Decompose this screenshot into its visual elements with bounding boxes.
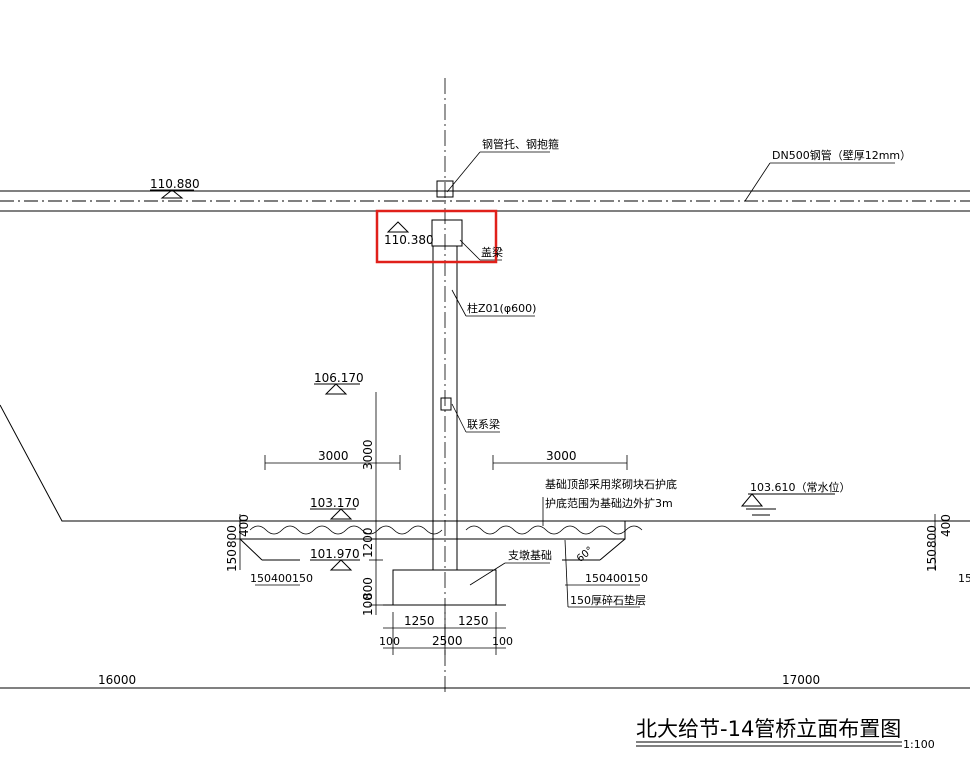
foundation-elevation: 101.970 (310, 547, 360, 561)
label-column: 柱Z01(φ600) (467, 301, 536, 315)
label-riprap-1: 基础顶部采用浆砌块石护底 (545, 477, 677, 491)
dimension-lines (230, 392, 936, 655)
pipe (0, 190, 970, 212)
dim-right-edge: 15 (958, 572, 970, 585)
footing (383, 569, 506, 606)
highlight-box (375, 209, 498, 264)
dim-left-3000: 3000 (318, 449, 349, 463)
dim-edge-100-l: 100 (379, 635, 400, 648)
dim-left-400: 400 (237, 514, 251, 537)
water-elevation: 103.610（常水位） (750, 480, 851, 494)
upper-elevation: 106.170 (314, 371, 364, 385)
label-cap-beam: 盖梁 (481, 245, 503, 259)
dim-span-right: 17000 (782, 673, 820, 687)
pipe-support (436, 180, 454, 198)
ground-elevation: 103.170 (310, 496, 360, 510)
label-riprap-2: 护底范围为基础边外扩3m (545, 496, 673, 510)
dim-right-3000: 3000 (546, 449, 577, 463)
dim-right-400: 400 (939, 514, 953, 537)
pipe-elevation: 110.880 (150, 177, 200, 191)
dim-left-800: 800 (225, 525, 239, 548)
ground-line (0, 404, 970, 689)
dim-half-1: 1250 (404, 614, 435, 628)
label-footing: 支墩基础 (508, 548, 552, 562)
cap-beam (431, 219, 463, 247)
dim-vert-1200: 1200 (361, 527, 375, 558)
dim-edge-100-r: 100 (492, 635, 513, 648)
riprap-layer (239, 520, 643, 561)
dim-total: 2500 (432, 634, 463, 648)
dim-half-2: 1250 (458, 614, 489, 628)
label-gravel: 150厚碎石垫层 (570, 593, 646, 607)
leader-lines (446, 151, 895, 608)
dim-left-150: 150 (225, 549, 239, 572)
label-slope: 60° (575, 545, 596, 565)
beam-elevation: 110.380 (384, 233, 434, 247)
dim-left-bottom: 150400150 (250, 572, 313, 585)
dim-span-left: 16000 (98, 673, 136, 687)
dim-right-150: 150 (925, 549, 939, 572)
elevation-markers (150, 189, 835, 571)
label-pipe-support: 钢管托、钢抱箍 (482, 137, 559, 151)
drawing-title: 北大给节-14管桥立面布置图 (636, 717, 901, 741)
label-pipe: DN500钢管（壁厚12mm） (772, 148, 911, 162)
dim-vert-800: 800 (361, 577, 375, 600)
tie-beam (440, 397, 452, 411)
dim-right-800: 800 (925, 525, 939, 548)
label-tie-beam: 联系梁 (467, 417, 500, 431)
dim-right-bottom: 150400150 (585, 572, 648, 585)
dim-vert-100: 100 (361, 593, 375, 616)
dim-vert-3000: 3000 (361, 439, 375, 470)
drawing-scale: 1:100 (903, 738, 935, 751)
